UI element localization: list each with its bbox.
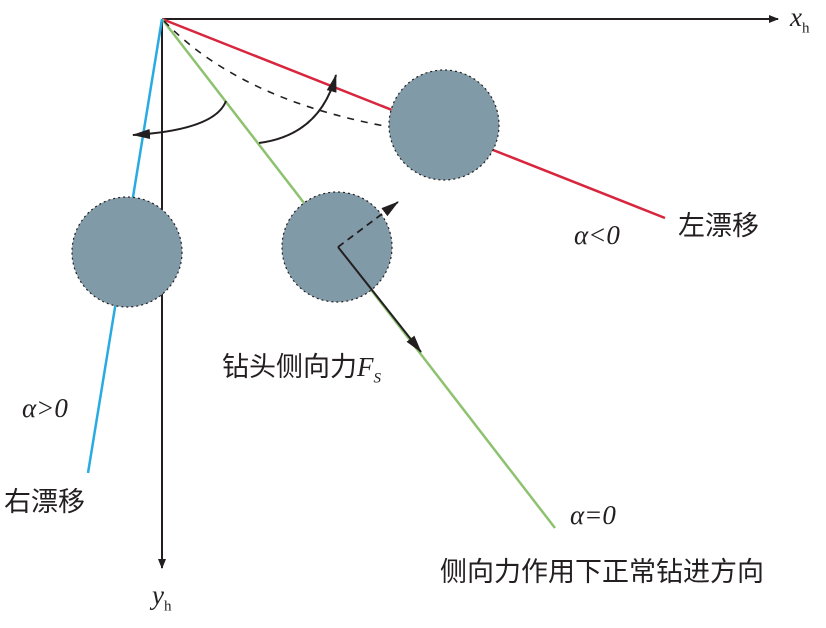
- x-axis-label: xh: [790, 2, 810, 37]
- left-alpha-label: α<0: [574, 220, 620, 250]
- rotate-right-arrow: [132, 100, 227, 139]
- bit-normal: [281, 191, 393, 303]
- dashed-direction-arrow: [337, 201, 399, 248]
- bit-right-drift: [71, 196, 183, 308]
- rotate-left-arrow: [258, 74, 337, 144]
- side-force-label: 钻头侧向力FS: [222, 352, 381, 387]
- normal-alpha-label: α=0: [570, 500, 616, 530]
- left-drift-label: 左漂移: [678, 211, 759, 242]
- normal-direction-label: 侧向力作用下正常钻进方向: [440, 557, 764, 588]
- right-drift-label: 右漂移: [4, 487, 85, 518]
- right-alpha-label: α>0: [22, 393, 68, 423]
- bit-left-drift: [388, 69, 500, 181]
- dashed-trajectory: [163, 20, 391, 128]
- y-axis-label: yh: [152, 580, 172, 615]
- side-force-arrow: [337, 246, 422, 353]
